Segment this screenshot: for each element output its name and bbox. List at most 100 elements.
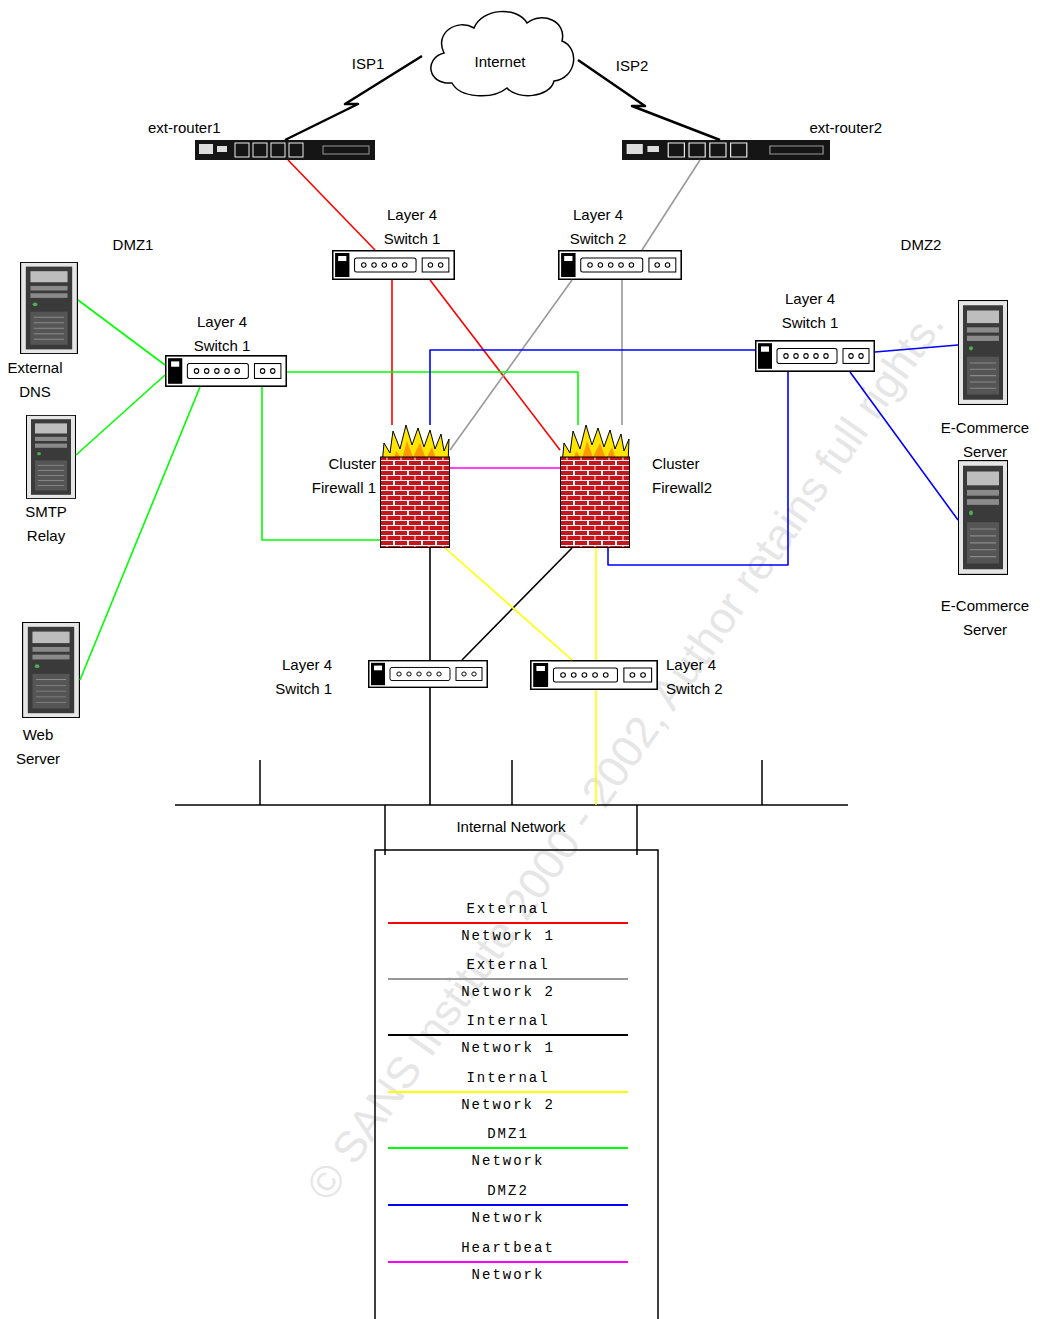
label-slot: E-Commerce Server	[937, 416, 1033, 464]
network-link	[391, 280, 393, 425]
legend-swatch	[388, 922, 628, 924]
network-link	[595, 690, 597, 805]
device-label: Internal Network	[385, 815, 637, 839]
server-device: SMTP Relay	[26, 415, 76, 499]
cloud-outline	[422, 3, 578, 100]
device-label: ext-router1	[148, 116, 266, 140]
legend-label: Heartbeat Network	[453, 1235, 563, 1289]
firewall-device: Cluster Firewall2	[560, 425, 630, 548]
legend-swatch	[388, 1204, 628, 1206]
switch-icon	[531, 661, 657, 690]
switch-icon	[756, 341, 875, 371]
network-link	[462, 548, 572, 660]
legend-label: DMZ1 Network	[453, 1121, 563, 1175]
device-label: E-Commerce Server	[937, 416, 1033, 464]
network-link	[429, 688, 431, 805]
router-icon	[195, 140, 375, 160]
firewall-icon	[561, 425, 630, 548]
label-slot: Layer 4 Switch 1	[775, 287, 845, 335]
device-label: Web Server	[6, 723, 70, 771]
label-slot: Cluster Firewall 1	[296, 452, 376, 500]
network-link	[287, 372, 578, 425]
server-icon	[21, 262, 78, 353]
label-slot: Cluster Firewall2	[652, 452, 732, 500]
router-device: ext-router1	[195, 140, 375, 160]
switch-icon	[166, 356, 286, 386]
device-label: ext-router2	[764, 116, 882, 140]
server-icon	[27, 415, 76, 498]
label-slot: ext-router1	[148, 116, 266, 140]
label-slot: Internal Network	[385, 815, 637, 839]
legend-label: DMZ2 Network	[453, 1178, 563, 1232]
heartbeat-link	[450, 467, 560, 469]
label-slot: Web Server	[6, 723, 70, 771]
device-label: Cluster Firewall2	[652, 452, 732, 500]
device-label: Layer 4 Switch 1	[377, 203, 447, 251]
firewall-icon	[381, 425, 450, 548]
zone-label: DMZ1	[103, 233, 163, 257]
isp-link	[578, 60, 720, 140]
device-label: E-Commerce Server	[937, 594, 1033, 642]
legend-swatch	[388, 1261, 628, 1263]
label-slot: ISP1	[348, 52, 388, 76]
network-link	[429, 548, 431, 660]
network-link	[262, 387, 380, 540]
server-device: E-Commerce Server	[958, 300, 1008, 405]
device-label: Layer 4 Switch 2	[666, 653, 738, 701]
legend-swatch	[388, 978, 628, 980]
switch-device: Layer 4 Switch 1	[332, 250, 455, 280]
network-link	[450, 280, 572, 450]
device-label: Layer 4 Switch 1	[775, 287, 845, 335]
network-link	[850, 372, 958, 520]
label-slot: SMTP Relay	[15, 500, 77, 548]
switch-device: Layer 4 Switch 1	[165, 355, 287, 387]
device-label: Cluster Firewall 1	[296, 452, 376, 500]
legend-label: Internal Network 1	[453, 1008, 563, 1062]
legend-swatch	[388, 1147, 628, 1149]
device-label: SMTP Relay	[15, 500, 77, 548]
device-label: External DNS	[2, 356, 68, 404]
switch-icon	[369, 661, 488, 688]
router-device: ext-router2	[622, 140, 830, 160]
switch-device: Layer 4 Switch 1	[755, 340, 875, 372]
network-link	[76, 375, 165, 455]
legend-swatch	[388, 1091, 628, 1093]
link-label: ISP2	[612, 54, 652, 78]
label-slot: ext-router2	[764, 116, 882, 140]
label-slot: Layer 4 Switch 1	[187, 310, 257, 358]
switch-device: Layer 4 Switch 1	[368, 660, 488, 688]
server-device: E-Commerce Server	[958, 460, 1008, 575]
server-device: Web Server	[22, 622, 80, 718]
network-link	[621, 280, 623, 425]
label-slot: E-Commerce Server	[937, 594, 1033, 642]
cloud-shape: Internet	[422, 3, 578, 100]
network-link	[430, 280, 560, 450]
device-label: Layer 4 Switch 2	[563, 203, 633, 251]
label-slot: DMZ2	[891, 233, 951, 257]
device-label: Internet	[422, 50, 578, 74]
zone-label: DMZ2	[891, 233, 951, 257]
network-link	[875, 345, 958, 352]
label-slot: Layer 4 Switch 1	[262, 653, 332, 701]
switch-device: Layer 4 Switch 2	[558, 250, 682, 280]
label-slot: Internet	[422, 50, 578, 74]
switch-device: Layer 4 Switch 2	[530, 660, 658, 690]
legend-label: Internal Network 2	[453, 1065, 563, 1119]
device-label: Layer 4 Switch 1	[187, 310, 257, 358]
firewall-device: Cluster Firewall 1	[380, 425, 450, 548]
network-link	[80, 387, 200, 680]
network-link	[430, 350, 755, 425]
legend-label: External Network 1	[453, 896, 563, 950]
network-link	[288, 160, 375, 250]
label-slot: Layer 4 Switch 1	[377, 203, 447, 251]
router-icon	[622, 140, 830, 160]
network-link	[445, 548, 572, 660]
network-link	[608, 372, 788, 565]
server-icon	[959, 461, 1008, 575]
server-icon	[959, 301, 1008, 405]
label-slot: ISP2	[612, 54, 652, 78]
